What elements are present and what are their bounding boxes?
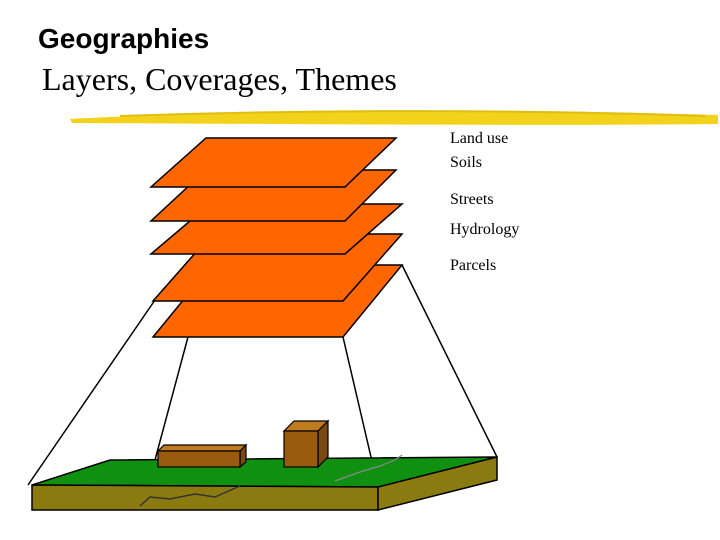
ground-front (31, 484, 379, 511)
label-hydrology: Hydrology (450, 221, 520, 238)
ground-side (377, 456, 498, 511)
hydrology-line (139, 485, 241, 507)
label-soils: Soils (450, 154, 483, 171)
building-long (156, 443, 248, 469)
label-streets: Streets (450, 191, 494, 208)
layer-stack (148, 137, 404, 338)
slide-title: Geographies (38, 23, 210, 54)
building-tall (282, 419, 330, 469)
label-parcels: Parcels (450, 257, 497, 274)
stream-line (334, 454, 403, 482)
title-underline (70, 110, 718, 125)
label-land-use: Land use (450, 130, 509, 147)
layer-land-use (149, 137, 398, 188)
ground-block (31, 454, 498, 511)
slide-subtitle: Layers, Coverages, Themes (42, 61, 397, 97)
